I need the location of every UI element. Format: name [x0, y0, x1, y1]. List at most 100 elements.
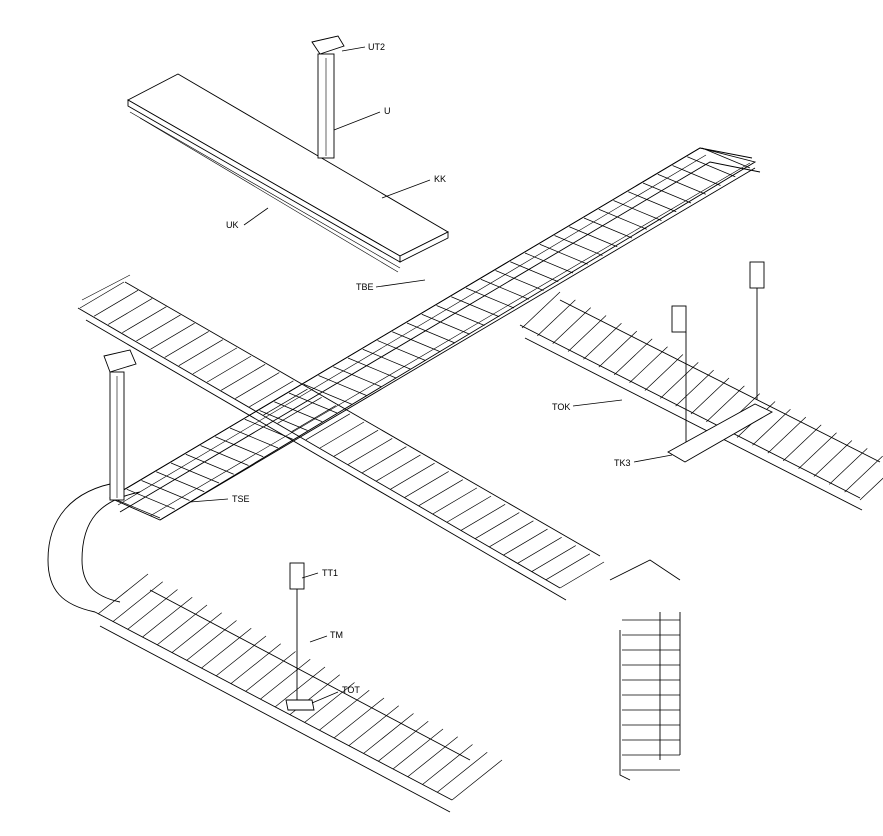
mesh-wire — [245, 651, 296, 692]
mesh-wire — [136, 314, 181, 342]
mesh-wire — [164, 331, 209, 358]
mesh-wire — [206, 355, 252, 383]
mesh-wire — [687, 156, 736, 178]
mesh-wire — [675, 369, 714, 407]
mesh-wire — [436, 305, 485, 326]
mesh-wire — [318, 375, 367, 396]
mesh-wire — [192, 347, 238, 375]
mesh-wire — [503, 528, 548, 556]
label-tm: TM — [330, 630, 343, 640]
mesh-wire — [451, 759, 503, 801]
mesh-wire — [215, 436, 264, 458]
mesh-wire — [446, 495, 492, 523]
mesh-wire — [510, 261, 559, 283]
label-uk: UK — [226, 220, 239, 230]
mesh-wire — [229, 427, 279, 449]
left-cross-tray — [77, 274, 605, 601]
mesh-wire — [517, 536, 562, 564]
mesh-wire — [141, 480, 190, 501]
mesh-wire — [844, 455, 883, 493]
label-u: U — [384, 106, 391, 116]
upright-left — [103, 349, 137, 501]
mesh-wire — [333, 366, 382, 388]
mesh-wire — [200, 445, 249, 466]
mesh-wire — [613, 338, 653, 376]
mesh-wire — [628, 191, 677, 213]
mesh-wire — [701, 147, 751, 169]
mesh-wire — [156, 471, 205, 493]
label-tse: TSE — [232, 494, 250, 504]
mesh-wire — [418, 479, 464, 506]
mesh-wire — [150, 322, 195, 350]
mesh-wire — [552, 307, 591, 344]
mesh-wire — [186, 620, 237, 661]
mesh-wire — [126, 488, 175, 510]
label-tbe: TBE — [356, 282, 374, 292]
mesh-wire — [613, 200, 662, 221]
mesh-wire — [752, 409, 791, 446]
bottom-left-tray — [47, 481, 503, 813]
mesh-wire — [201, 627, 252, 669]
mesh-wire — [642, 182, 692, 204]
mesh-wire — [406, 322, 456, 344]
mesh-wire — [629, 346, 668, 383]
mesh-wire — [378, 720, 429, 762]
mesh-wire — [539, 243, 588, 265]
right-branch-tray — [519, 291, 883, 511]
mesh-wire — [112, 581, 163, 623]
mesh-wire — [465, 287, 515, 309]
mesh-wire — [319, 689, 370, 731]
mesh-wire — [122, 306, 167, 334]
hanger-tt1 — [285, 562, 315, 711]
mesh-wire — [304, 682, 355, 723]
mesh-wire — [363, 713, 414, 754]
mesh-wire — [377, 340, 426, 361]
mesh-wire — [111, 497, 161, 519]
mesh-wire — [333, 697, 385, 739]
mesh-wire — [489, 520, 534, 548]
mesh-wire — [598, 208, 647, 230]
mesh-wire — [170, 462, 220, 484]
mesh-wire — [559, 561, 605, 589]
mesh-wire — [79, 281, 125, 309]
label-kk: KK — [434, 174, 446, 184]
mesh-wire — [291, 405, 336, 432]
mesh-wire — [767, 416, 807, 454]
label-tot: TOT — [342, 685, 360, 695]
mesh-wire — [829, 448, 868, 485]
mesh-wire — [657, 173, 706, 195]
mesh-wire — [460, 504, 506, 531]
mesh-wire — [404, 471, 449, 498]
mesh-wire — [362, 348, 411, 370]
mesh-wire — [524, 252, 574, 274]
mesh-wire — [215, 635, 267, 677]
mesh-wire — [554, 235, 603, 256]
mesh-wire — [305, 413, 351, 441]
mesh-wire — [274, 666, 326, 708]
mesh-wire — [583, 217, 633, 239]
mesh-wire — [475, 512, 520, 539]
mesh-wire — [142, 596, 193, 638]
mesh-wire — [348, 438, 393, 465]
mesh-wire — [171, 612, 222, 654]
hanger-tk3 — [667, 261, 773, 463]
mesh-wire — [249, 380, 294, 408]
label-ut2: UT2 — [368, 42, 385, 52]
label-tok: TOK — [552, 402, 570, 412]
cover-kk — [127, 73, 449, 273]
mesh-wire — [451, 296, 500, 318]
mesh-wire — [178, 339, 224, 366]
mesh-wire — [392, 331, 441, 353]
mesh-wire — [660, 362, 699, 399]
mesh-wire — [390, 462, 435, 490]
mesh-wire — [127, 589, 178, 630]
mesh-wire — [644, 354, 684, 391]
mesh-wire — [348, 705, 399, 747]
mesh-wire — [521, 291, 561, 329]
mesh-wire — [277, 396, 322, 424]
mesh-wire — [319, 421, 365, 449]
mesh-wire — [260, 658, 311, 700]
mesh-wire — [235, 372, 280, 399]
mesh-wire — [303, 383, 352, 405]
mesh-wire — [531, 545, 576, 572]
